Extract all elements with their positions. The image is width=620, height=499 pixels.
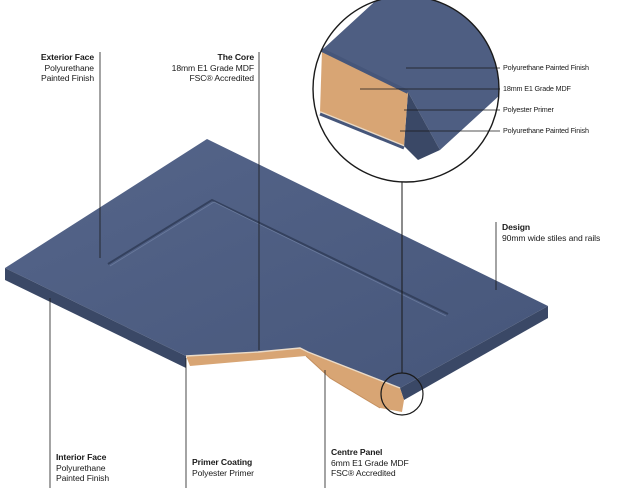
design-label: Design 90mm wide stiles and rails [502, 222, 600, 243]
door-top-face [5, 139, 548, 388]
door-left-edge [5, 268, 186, 368]
design-line1: 90mm wide stiles and rails [502, 232, 601, 243]
interior-face-label: Interior Face Polyurethane Painted Finis… [56, 452, 109, 484]
exterior-face-line2: Painted Finish [40, 73, 94, 84]
centre-panel-title: Centre Panel [331, 447, 383, 457]
primer-line [185, 347, 401, 389]
exterior-face-title: Exterior Face [40, 52, 94, 62]
panel-groove-top [107, 198, 449, 315]
mdf-cut-front [186, 348, 404, 412]
core-line2: FSC® Accredited [189, 73, 254, 84]
zoom-detail [313, 0, 499, 182]
mdf-cut-shadow [305, 355, 381, 409]
detail-label-paint-bottom: Polyurethane Painted Finish [503, 126, 589, 135]
door-right-edge [400, 306, 548, 400]
centre-panel-line2: FSC® Accredited [331, 468, 396, 479]
exterior-face-line1: Polyurethane [44, 62, 95, 73]
centre-panel-line1: 6mm E1 Grade MDF [331, 457, 409, 468]
interior-face-line1: Polyurethane [56, 462, 106, 473]
core-label: The Core 18mm E1 Grade MDF FSC® Accredit… [160, 52, 254, 84]
interior-face-title: Interior Face [56, 452, 107, 462]
primer-coating-label: Primer Coating Polyester Primer [192, 457, 254, 478]
interior-face-line2: Painted Finish [56, 473, 110, 484]
primer-coating-title: Primer Coating [192, 457, 253, 467]
core-line1: 18mm E1 Grade MDF [171, 62, 254, 73]
detail-label-paint-top: Polyurethane Painted Finish [503, 63, 589, 72]
exterior-face-label: Exterior Face Polyurethane Painted Finis… [22, 52, 94, 84]
panel-groove-highlight [109, 201, 447, 317]
design-title: Design [502, 222, 531, 232]
core-title: The Core [217, 52, 255, 62]
centre-panel-label: Centre Panel 6mm E1 Grade MDF FSC® Accre… [331, 447, 409, 479]
detail-label-mdf: 18mm E1 Grade MDF [503, 84, 571, 93]
detail-label-primer: Polyester Primer [503, 105, 554, 114]
primer-coating-line1: Polyester Primer [192, 467, 254, 478]
